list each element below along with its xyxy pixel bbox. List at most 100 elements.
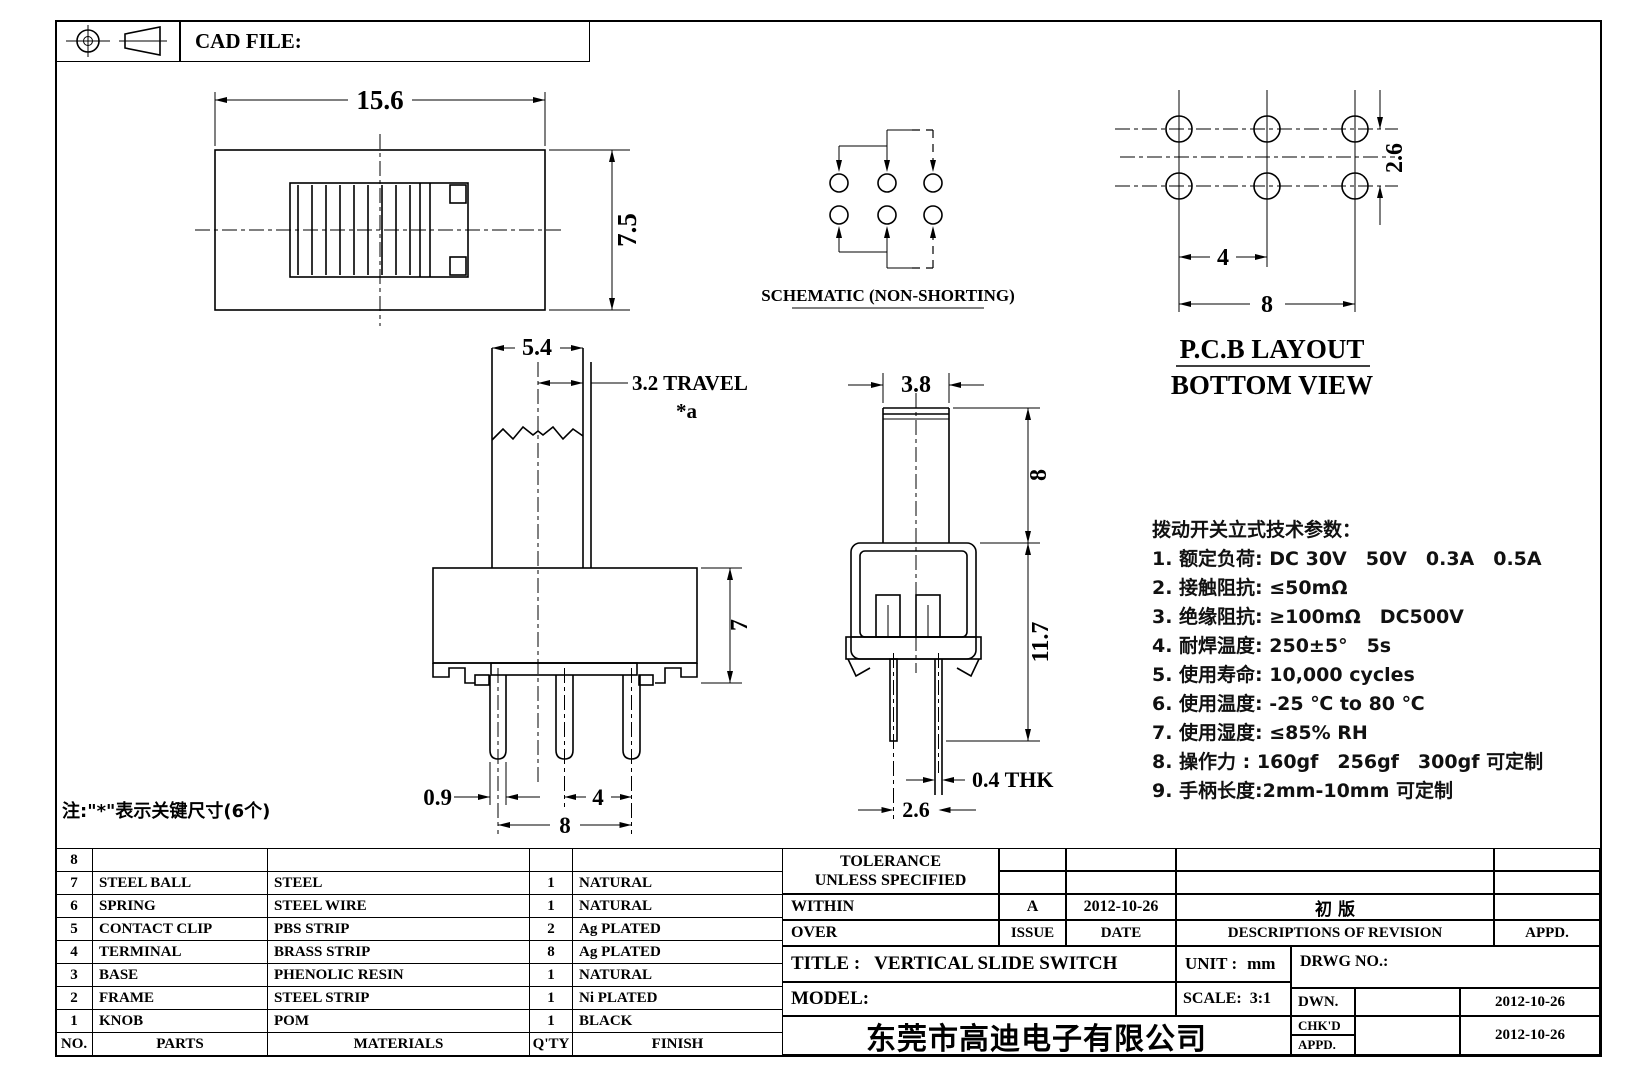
part-finish: Ag PLATED — [573, 941, 783, 964]
dim-side-knob-height: 8 — [1026, 469, 1052, 481]
part-material — [268, 849, 530, 872]
drwg-no-cell: DRWG NO.: — [1291, 946, 1600, 988]
dim-top-width: 15.6 — [356, 85, 403, 115]
spec-item: 8. 操作力 : 160gf 256gf 300gf 可定制 — [1152, 751, 1544, 773]
pcb-caption-line2: BOTTOM VIEW — [1171, 370, 1373, 400]
part-name: BASE — [93, 964, 268, 987]
unit-cell: UNIT : mm — [1176, 946, 1291, 982]
part-name: STEEL BALL — [93, 872, 268, 895]
title-cell: TITLE : VERTICAL SLIDE SWITCH — [782, 946, 1176, 982]
part-material: POM — [268, 1010, 530, 1033]
part-finish: Ag PLATED — [573, 918, 783, 941]
part-finish: Ni PLATED — [573, 987, 783, 1010]
top-view-drawing: 15.6 7.5 — [195, 85, 642, 326]
part-name: TERMINAL — [93, 941, 268, 964]
tolerance-line2: UNLESS SPECIFIED — [814, 872, 967, 889]
pcb-layout-drawing: 4 8 2.6 P.C.B LAYOUT BOTTOM VIEW — [1115, 90, 1408, 400]
dim-front-pin-pitch: 4 — [592, 785, 604, 810]
chkd-signature-cell — [1355, 1016, 1460, 1055]
part-name: KNOB — [93, 1010, 268, 1033]
tech-specs-title: 拨动开关立式技术参数： — [1152, 519, 1362, 541]
rev-cell-empty — [999, 848, 1066, 871]
part-qty: 1 — [530, 987, 573, 1010]
parts-table: 8 7 STEEL BALL STEEL 1 NATURAL 6 SPRING … — [55, 848, 783, 1056]
part-name: CONTACT CLIP — [93, 918, 268, 941]
part-finish: NATURAL — [573, 872, 783, 895]
part-qty: 8 — [530, 941, 573, 964]
spec-item: 4. 耐焊温度: 250±5° 5s — [1152, 635, 1392, 657]
appd-header: APPD. — [1494, 920, 1600, 946]
spec-item: 6. 使用温度: -25 ℃ to 80 ℃ — [1152, 693, 1425, 715]
chkd-date: 2012-10-26 — [1460, 1016, 1600, 1055]
part-no: 6 — [56, 895, 93, 918]
scale-cell: SCALE: 3:1 — [1176, 982, 1291, 1016]
side-view-drawing: 3.8 8 11.7 — [845, 372, 1054, 822]
part-qty — [530, 849, 573, 872]
rev-cell-empty — [1494, 871, 1600, 894]
part-no: 5 — [56, 918, 93, 941]
spec-item: 5. 使用寿命: 10,000 cycles — [1152, 664, 1415, 686]
title-block: TOLERANCE UNLESS SPECIFIED WITHIN A 2012… — [782, 848, 1600, 1055]
parts-header-parts: PARTS — [93, 1033, 268, 1056]
spec-item: 2. 接触阻抗: ≤50mΩ — [1152, 577, 1348, 599]
dim-front-body-height: 7 — [727, 619, 753, 631]
dim-side-body-height: 11.7 — [1028, 622, 1054, 663]
scale-value: 3:1 — [1249, 990, 1272, 1007]
part-qty: 1 — [530, 895, 573, 918]
part-material: STEEL WIRE — [268, 895, 530, 918]
spec-item: 9. 手柄长度:2mm-10mm 可定制 — [1152, 780, 1454, 802]
part-name — [93, 849, 268, 872]
revision-issue: A — [999, 894, 1066, 920]
rev-cell-empty — [1494, 894, 1600, 920]
dim-top-height: 7.5 — [612, 213, 642, 247]
dwn-signature-cell — [1355, 988, 1460, 1016]
parts-header-qty: Q'TY — [530, 1033, 573, 1056]
rev-cell-empty — [1176, 848, 1494, 871]
part-material: PHENOLIC RESIN — [268, 964, 530, 987]
chkd-label: CHK'D — [1291, 1016, 1355, 1035]
dwn-label: DWN. — [1291, 988, 1355, 1016]
model-cell: MODEL: — [782, 982, 1176, 1016]
descriptions-header: DESCRIPTIONS OF REVISION — [1176, 920, 1494, 946]
dwn-date: 2012-10-26 — [1460, 988, 1600, 1016]
projection-symbol-cell — [55, 20, 180, 62]
projection-angle-icon — [65, 25, 167, 57]
cad-file-label: CAD FILE: — [180, 20, 590, 62]
part-material: PBS STRIP — [268, 918, 530, 941]
company-name: 东莞市高迪电子有限公司 — [782, 1016, 1291, 1055]
title-label: TITLE : — [791, 953, 861, 974]
dim-side-pin-thickness: 0.4 THK — [972, 767, 1054, 792]
part-qty: 1 — [530, 964, 573, 987]
parts-header-finish: FINISH — [573, 1033, 783, 1056]
part-finish: NATURAL — [573, 895, 783, 918]
dim-pcb-pitch: 4 — [1217, 245, 1229, 271]
key-dimension-note: 注:"*"表示关键尺寸(6个) — [62, 801, 271, 822]
front-travel-ref: *a — [676, 399, 698, 423]
rev-cell-empty — [1176, 871, 1494, 894]
part-name: FRAME — [93, 987, 268, 1010]
unit-value: mm — [1247, 954, 1276, 973]
part-finish — [573, 849, 783, 872]
rev-cell-empty — [1066, 848, 1176, 871]
cad-file-text: CAD FILE: — [195, 28, 302, 53]
appd-label-2: APPD. — [1291, 1035, 1355, 1055]
part-no: 2 — [56, 987, 93, 1010]
over-label: OVER — [782, 920, 999, 946]
revision-description: 初 版 — [1176, 894, 1494, 920]
part-qty: 2 — [530, 918, 573, 941]
spec-item: 3. 绝缘阻抗: ≥100mΩ DC500V — [1152, 606, 1464, 628]
part-qty: 1 — [530, 1010, 573, 1033]
part-material: BRASS STRIP — [268, 941, 530, 964]
front-view-drawing: 5.4 3.2 TRAVEL *a 7 0.9 — [423, 335, 753, 838]
part-no: 4 — [56, 941, 93, 964]
rev-cell-empty — [999, 871, 1066, 894]
part-name: SPRING — [93, 895, 268, 918]
part-material: STEEL STRIP — [268, 987, 530, 1010]
part-no: 7 — [56, 872, 93, 895]
dim-front-knob-width: 5.4 — [522, 335, 552, 361]
part-no: 1 — [56, 1010, 93, 1033]
dim-side-pin-pitch: 2.6 — [902, 797, 930, 822]
title-value: VERTICAL SLIDE SWITCH — [874, 953, 1118, 974]
revision-date: 2012-10-26 — [1066, 894, 1176, 920]
